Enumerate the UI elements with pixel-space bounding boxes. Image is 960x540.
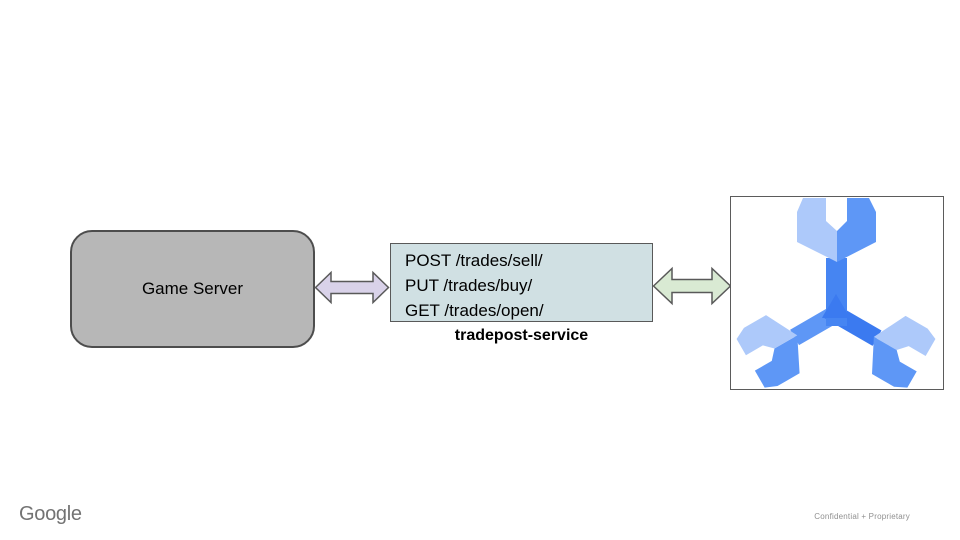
- arrow-right-polygon: [652, 266, 732, 306]
- bidirectional-arrow-left-icon: [314, 270, 390, 305]
- arrow-left-polygon: [314, 270, 390, 305]
- service-name-label: tradepost-service: [454, 327, 589, 344]
- bidirectional-arrow-right-icon: [652, 266, 732, 306]
- game-server-label: Game Server: [141, 279, 244, 298]
- logo-box: [730, 196, 944, 390]
- game-server-node: Game Server: [70, 230, 315, 348]
- wrench-hub: [822, 294, 850, 318]
- endpoint-line-get: GET /trades/open/: [405, 301, 544, 320]
- confidentiality-notice: Confidential + Proprietary: [814, 512, 910, 521]
- endpoint-line-post: POST /trades/sell/: [405, 251, 543, 270]
- service-endpoints-box: POST /trades/sell/ PUT /trades/buy/ GET …: [390, 243, 653, 322]
- endpoint-line-put: PUT /trades/buy/: [405, 276, 533, 295]
- google-logo: Google: [19, 503, 82, 525]
- open-match-logo-icon: [736, 198, 936, 388]
